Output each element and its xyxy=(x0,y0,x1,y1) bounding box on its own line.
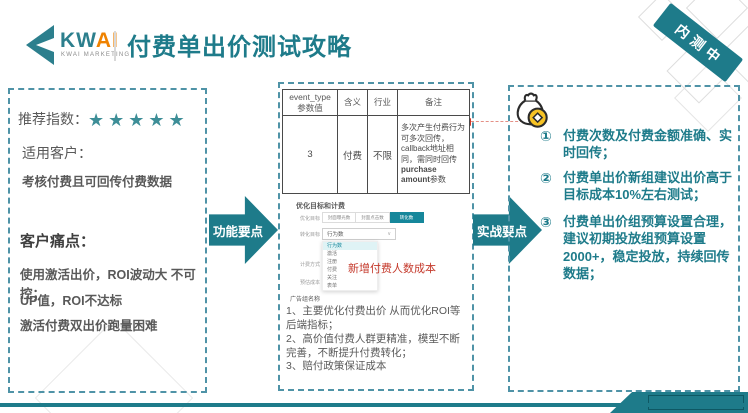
remark-text: 多次产生付费行为可多次回传，callback地址相同，需同时回传 xyxy=(401,123,465,164)
arrow-icon: 功能要点 xyxy=(209,196,278,264)
table-row: 3 付费 不限 多次产生付费行为可多次回传，callback地址相同，需同时回传… xyxy=(282,115,470,194)
chevron-down-icon: ∨ xyxy=(387,231,391,237)
red-dashed-connector xyxy=(471,121,523,122)
bottom-bar xyxy=(0,403,748,407)
pain-point: 激活付费双出价跑量困难 xyxy=(20,319,158,333)
estimated-cost-label: 预估成本 xyxy=(300,280,321,286)
dropdown-list: 行为数 激活 注册 付费 关注 表单 xyxy=(322,241,378,291)
pain-point: 使用激活出价，ROI波动大 不可控； xyxy=(20,268,196,301)
remark-suffix: 参数 xyxy=(429,175,446,185)
bottom-corner-shape xyxy=(610,392,748,413)
money-bag-icon xyxy=(512,91,550,131)
conversion-goal-select: 行为数 ∨ xyxy=(322,228,396,240)
remark-bold-text: purchase amount xyxy=(401,164,437,185)
right-panel: ① 付费次数及付费金额准确、实时回传； ② 付费单出价新组建议出价高于目标成本1… xyxy=(508,85,740,392)
tip-text: 付费单出价组预算设置合理，建议初期投放组预算设置2000+，稳定投放，持续回传数… xyxy=(563,214,733,281)
circled-number-icon: ③ xyxy=(540,214,552,230)
col-meaning: 含义 xyxy=(337,89,368,116)
star-icon: ★★★★★ xyxy=(88,110,189,130)
cell-meaning: 付费 xyxy=(337,115,368,194)
kwai-logo-icon xyxy=(18,23,58,72)
platform-screenshot: 优化目标和计费 优化目标 封面曝光数 封面点击数 转化数 转化目标 行为数 ∨ … xyxy=(288,200,470,303)
logo-subtitle: KWAI MARKETING xyxy=(61,52,131,58)
conversion-goal-label: 转化目标 xyxy=(300,232,321,238)
note-item: 3、赔付政策保证成本 xyxy=(286,360,387,373)
col-remark: 备注 xyxy=(397,89,470,116)
rating-row: 推荐指数：★★★★★ xyxy=(18,109,189,131)
ad-group-name-label: 广告组名称 xyxy=(290,297,321,303)
dropdown-option: 表单 xyxy=(327,283,338,289)
note-item: 2、高价值付费人群更精准，模型不断完善，不断提升付费转化； xyxy=(286,332,460,359)
feature-notes: 1、主要优化付费出价 从而优化ROI等后端指标； 2、高价值付费人群更精准，模型… xyxy=(286,305,470,374)
circled-number-icon: ② xyxy=(540,170,552,186)
middle-panel: event_type 参数值 含义 行业 备注 3 付费 不限 多次产生付费行为… xyxy=(278,82,474,391)
tip-item: ① 付费次数及付费金额准确、实时回传； xyxy=(540,127,734,162)
suitable-label: 适用客户： xyxy=(22,145,92,161)
tip-text: 付费次数及付费金额准确、实时回传； xyxy=(563,128,733,161)
col-event-type: event_type 参数值 xyxy=(282,89,338,116)
event-type-table: event_type 参数值 含义 行业 备注 3 付费 不限 多次产生付费行为… xyxy=(282,89,470,194)
dropdown-option: 关注 xyxy=(327,275,338,281)
tip-item: ③ 付费单出价组预算设置合理，建议初期投放组预算设置2000+，稳定投放，持续回… xyxy=(540,213,734,282)
logo-text-primary: KW xyxy=(60,29,96,52)
left-panel: 推荐指数：★★★★★ 适用客户： 考核付费且可回传付费数据 客户痛点： 使用激活… xyxy=(8,88,207,393)
arrow-right-label: 实战要点 xyxy=(476,224,527,239)
cell-event-type: 3 xyxy=(282,115,338,194)
bottom-corner-inner-border xyxy=(648,395,744,410)
dropdown-option: 激活 xyxy=(327,251,338,257)
pain-point: UP值，ROI不达标 xyxy=(20,294,123,308)
col-industry: 行业 xyxy=(367,89,398,116)
logo-text-accent: AI xyxy=(95,29,119,52)
table-header-row: event_type 参数值 含义 行业 备注 xyxy=(282,89,470,116)
circled-number-icon: ① xyxy=(540,128,552,144)
optimize-goal-label: 优化目标 xyxy=(300,216,321,222)
tab-cover-impressions: 封面曝光数 xyxy=(322,212,356,223)
tab-cover-clicks: 封面点击数 xyxy=(356,212,390,223)
cell-remark: 多次产生付费行为可多次回传，callback地址相同，需同时回传purchase… xyxy=(397,115,470,194)
tab-conversions: 转化数 xyxy=(390,212,424,223)
screenshot-title: 优化目标和计费 xyxy=(296,203,345,210)
dropdown-option: 行为数 xyxy=(323,242,377,250)
suitable-text: 考核付费且可回传付费数据 xyxy=(22,175,173,189)
cell-industry: 不限 xyxy=(367,115,398,194)
arrow-left-label: 功能要点 xyxy=(212,224,263,239)
note-item: 1、主要优化付费出价 从而优化ROI等后端指标； xyxy=(286,305,461,331)
page-title: 付费单出价测试攻略 xyxy=(127,34,352,61)
billing-method-label: 计费方式 xyxy=(300,262,321,268)
red-annotation: 新增付费人数成本 xyxy=(348,263,436,275)
tip-text: 付费单出价新组建议出价高于目标成本10%左右测试； xyxy=(563,170,733,203)
pain-label: 客户痛点： xyxy=(20,233,96,250)
col-event-type-line2: 参数值 xyxy=(297,102,323,113)
select-value: 行为数 xyxy=(327,232,344,238)
col-event-type-line1: event_type xyxy=(289,91,331,102)
logo-wordmark: KWAI xyxy=(60,29,119,53)
header-divider xyxy=(114,31,116,61)
rating-label: 推荐指数： xyxy=(18,111,88,127)
dropdown-option: 注册 xyxy=(327,259,338,265)
tip-item: ② 付费单出价新组建议出价高于目标成本10%左右测试； xyxy=(540,169,734,204)
dropdown-option: 付费 xyxy=(327,267,338,273)
goal-tabs: 封面曝光数 封面点击数 转化数 xyxy=(322,212,424,223)
